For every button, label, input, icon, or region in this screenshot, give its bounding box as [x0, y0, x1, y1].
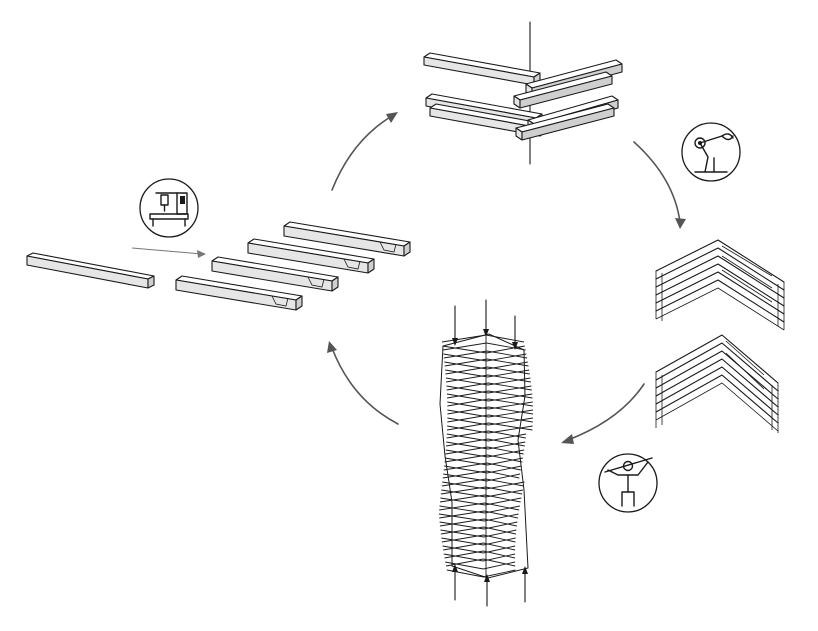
- cycle-arrow-robot-to-modules: [633, 141, 686, 229]
- top-load-arrows: [452, 299, 518, 350]
- tower-slat: [445, 446, 524, 455]
- cycle-arrow-modules-to-assembly: [561, 383, 645, 444]
- tower-slat: [446, 385, 532, 394]
- tower-slat: [444, 465, 522, 474]
- tower-slat: [443, 353, 527, 362]
- tower-slat: [444, 358, 529, 367]
- tower-slat: [445, 366, 530, 375]
- tower-slat: [447, 398, 533, 407]
- tower-slat: [440, 529, 517, 538]
- robot-arm-icon: [681, 122, 741, 182]
- tower-slat: [447, 401, 533, 410]
- tower-slat: [444, 454, 523, 463]
- raw-timber-beam: [26, 252, 155, 289]
- worker-icon: [598, 453, 658, 513]
- tower-slat: [446, 382, 532, 391]
- milled-beam-4: [175, 275, 303, 311]
- tower-slat: [439, 521, 518, 530]
- tower-slat: [439, 518, 517, 527]
- tower-slat: [441, 534, 516, 543]
- tower-slat: [442, 545, 516, 554]
- tower-slat: [445, 558, 516, 567]
- milled-beam-3: [211, 256, 339, 292]
- milled-beam-2: [247, 238, 375, 274]
- tower-slat: [444, 550, 516, 559]
- tower-slat: [443, 542, 516, 551]
- tower-slat: [445, 561, 516, 570]
- stacked-module-lower: [655, 334, 779, 433]
- tower-slat: [440, 526, 517, 535]
- tower-slat: [443, 553, 516, 562]
- tower-slat: [439, 505, 520, 514]
- tower-slat: [446, 393, 533, 402]
- tower-slat: [445, 369, 530, 378]
- milling-arrow: [131, 247, 206, 258]
- tower-slat: [443, 462, 521, 471]
- bottom-load-arrows: [452, 564, 528, 607]
- tower-slat: [440, 486, 523, 495]
- tower-slat: [445, 438, 525, 447]
- tower-slat: [439, 502, 520, 511]
- tower-slat: [445, 377, 531, 386]
- tower-slat: [446, 430, 526, 439]
- tower-slat: [443, 350, 528, 359]
- cycle-arrow-tower-to-milling: [327, 341, 399, 425]
- tower-slat: [438, 513, 519, 522]
- tower-slat: [446, 374, 532, 383]
- tower-slat: [446, 422, 533, 431]
- tower-slat: [447, 390, 533, 399]
- tower-slat: [441, 537, 516, 546]
- tower-slat: [440, 497, 522, 506]
- timber-tower: [438, 299, 534, 607]
- tower-slat: [446, 569, 516, 578]
- tower-slat: [444, 457, 524, 466]
- tower-slat: [447, 425, 533, 434]
- milled-beam-1: [283, 221, 411, 257]
- milled-beams: [175, 221, 411, 311]
- cycle-arrow-milling-to-robot: [331, 112, 398, 191]
- tower-slat: [447, 409, 534, 418]
- tower-slat: [446, 441, 526, 450]
- tower-slat: [439, 510, 519, 519]
- stacked-module-upper: [655, 239, 785, 331]
- tower-slat: [447, 414, 533, 423]
- cnc-machine-icon: [139, 178, 199, 238]
- tower-slat: [446, 433, 527, 442]
- tower-slat: [447, 417, 534, 426]
- tower-slat: [445, 449, 525, 458]
- tower-slat: [443, 473, 521, 482]
- tower-slat: [442, 342, 526, 351]
- tower-slat: [447, 406, 534, 415]
- tower-slat: [444, 361, 528, 370]
- tower-slat: [439, 494, 521, 503]
- robotic-assembly-joint: [423, 21, 623, 165]
